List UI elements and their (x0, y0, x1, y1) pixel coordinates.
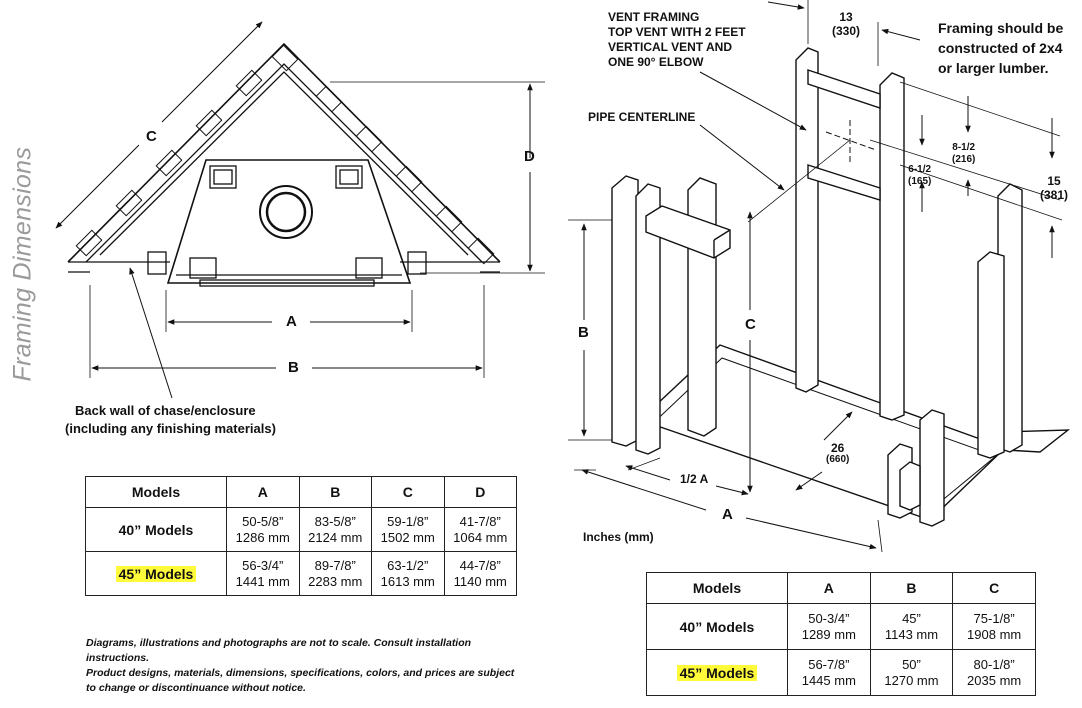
value-cell: 80-1/8”2035 mm (952, 649, 1036, 696)
dim-6-value: 6-1/2 (908, 164, 932, 175)
value-cell: 50-5/8”1286 mm (226, 507, 300, 552)
vent-line2: TOP VENT WITH 2 FEET (608, 25, 746, 39)
value-cell: 56-3/4”1441 mm (226, 551, 300, 596)
dim-8-value: 8-1/2 (952, 142, 976, 153)
highlighted-model: 45” Models (676, 664, 758, 681)
value-cell: 89-7/8”2283 mm (298, 551, 372, 596)
value-cell: 45”1143 mm (869, 603, 954, 650)
value-cell: 50-3/4”1289 mm (787, 603, 871, 650)
lumber-note-line3: or larger lumber. (938, 60, 1049, 76)
pipe-centerline-label: PIPE CENTERLINE (588, 110, 696, 124)
dim-13-mm: (330) (832, 24, 861, 38)
col-header: Models (85, 476, 227, 508)
dim-label-b-right: B (578, 324, 589, 341)
corner-dimensions-table: Models A B C D 40” Models 50-5/8”1286 mm… (85, 476, 517, 596)
dim-6-mm: (165) (908, 176, 932, 187)
model-cell: 40” Models (85, 507, 227, 552)
corner-plan-view (55, 21, 545, 399)
lumber-note: Framing should be constructed of 2x4 or … (938, 18, 1063, 78)
value-cell: 59-1/8”1502 mm (371, 507, 445, 552)
dim-26-value: 26 (831, 441, 845, 455)
disclaimer-line3: to change or discontinuance without noti… (86, 682, 306, 694)
table-header-row: Models A B C D (85, 476, 517, 508)
straight-dimensions-table: Models A B C 40” Models 50-3/4”1289 mm 4… (646, 572, 1036, 696)
table-row: 40” Models 50-3/4”1289 mm 45”1143 mm 75-… (646, 603, 1036, 650)
vent-framing-note: VENT FRAMING TOP VENT WITH 2 FEET VERTIC… (608, 10, 746, 70)
back-wall-line2: (including any finishing materials) (65, 421, 276, 436)
col-header: B (298, 476, 372, 508)
col-header: A (787, 572, 871, 604)
lumber-note-line2: constructed of 2x4 (938, 40, 1063, 56)
disclaimer: Diagrams, illustrations and photographs … (86, 636, 536, 696)
dim-label-c-right: C (745, 316, 756, 333)
dim-13-value: 13 (839, 10, 853, 24)
value-cell: 75-1/8”1908 mm (952, 603, 1036, 650)
dim-26-mm: (660) (826, 454, 850, 465)
vent-line3: VERTICAL VENT AND (608, 40, 733, 54)
value-cell: 56-7/8”1445 mm (787, 649, 871, 696)
framing-isometric-view (568, 0, 1071, 553)
model-cell: 45” Models (85, 551, 227, 596)
dim-26: 26 (660) (826, 442, 849, 466)
col-header: Models (646, 572, 788, 604)
back-wall-note: Back wall of chase/enclosure (including … (65, 402, 276, 438)
value-cell: 41-7/8”1064 mm (443, 507, 517, 552)
units-label: Inches (mm) (583, 530, 654, 544)
highlighted-model: 45” Models (115, 565, 197, 582)
col-header: B (869, 572, 954, 604)
dim-15-value: 15 (1047, 174, 1061, 188)
table-row: 45” Models 56-7/8”1445 mm 50”1270 mm 80-… (646, 649, 1036, 696)
col-header: C (952, 572, 1036, 604)
value-cell: 50”1270 mm (869, 649, 954, 696)
dim-label-b-left: B (288, 359, 299, 376)
value-cell: 83-5/8”2124 mm (298, 507, 372, 552)
table-header-row: Models A B C (646, 572, 1036, 604)
value-cell: 44-7/8”1140 mm (443, 551, 517, 596)
dim-label-half-a: 1/2 A (680, 472, 709, 486)
disclaimer-line2: Product designs, materials, dimensions, … (86, 667, 515, 679)
dim-15-mm: (381) (1040, 188, 1069, 202)
dim-6-1-2: 6-1/2 (165) (908, 164, 931, 188)
table-row: 40” Models 50-5/8”1286 mm 83-5/8”2124 mm… (85, 507, 517, 552)
col-header: C (371, 476, 445, 508)
dim-8-mm: (216) (952, 154, 976, 165)
value-cell: 63-1/2”1613 mm (371, 551, 445, 596)
vent-line1: VENT FRAMING (608, 10, 700, 24)
dim-15: 15 (381) (1040, 174, 1068, 202)
disclaimer-line1: Diagrams, illustrations and photographs … (86, 637, 472, 664)
dim-label-a-left: A (286, 313, 297, 330)
table-row: 45” Models 56-3/4”1441 mm 89-7/8”2283 mm… (85, 551, 517, 596)
model-cell: 40” Models (646, 603, 788, 650)
dim-8-1-2: 8-1/2 (216) (952, 142, 975, 166)
lumber-note-line1: Framing should be (938, 20, 1064, 36)
model-cell: 45” Models (646, 649, 788, 696)
dim-label-c-left: C (146, 128, 157, 145)
back-wall-line1: Back wall of chase/enclosure (75, 403, 256, 418)
dim-label-d: D (524, 148, 535, 165)
vent-line4: ONE 90° ELBOW (608, 55, 704, 69)
dim-label-a-right: A (722, 506, 733, 523)
dim-13: 13 (330) (832, 10, 860, 38)
col-header: D (443, 476, 517, 508)
col-header: A (226, 476, 300, 508)
